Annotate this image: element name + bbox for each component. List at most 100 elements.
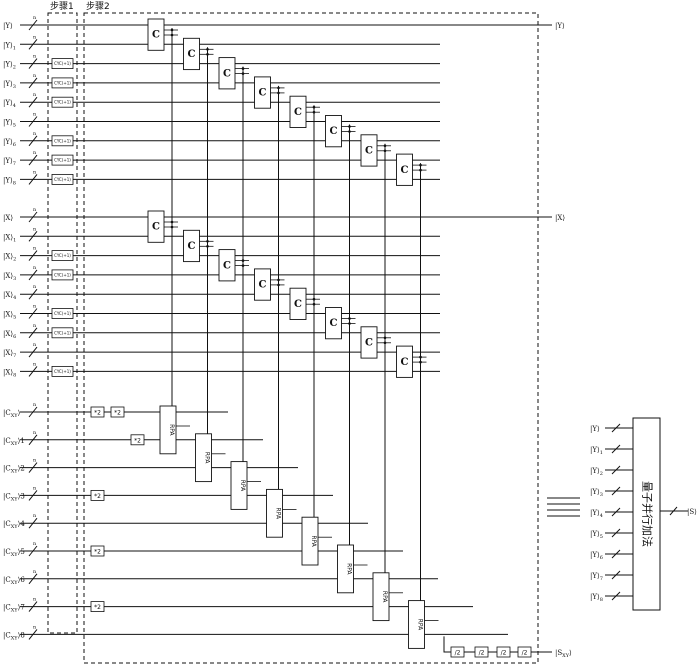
cyc-gate	[51, 173, 74, 185]
cyc-gate-label: CYC(+1)	[54, 100, 71, 105]
bus-slash	[28, 250, 38, 261]
c-gate-label: C	[330, 318, 338, 329]
input-label: |Y⟩	[3, 22, 13, 30]
double-gate-label: *2	[94, 549, 101, 556]
c-gate-label: C	[330, 126, 338, 137]
c-gate-label: C	[401, 357, 409, 368]
wire-n-label: n	[33, 402, 37, 408]
cyc-gate-label: CYC(+1)	[54, 158, 71, 163]
half-gate	[474, 646, 489, 658]
input-label: |CXY⟩1	[3, 437, 25, 447]
wire-n-label: n	[33, 226, 37, 232]
input-label: |Y⟩6	[3, 138, 16, 148]
wire-n-label: n	[33, 485, 37, 491]
bus-slash	[28, 434, 38, 446]
wire-n-label: n	[33, 73, 37, 79]
wire-n-label: n	[33, 150, 37, 156]
double-gate-label: *2	[134, 437, 141, 444]
wire-n-label: n	[33, 342, 37, 348]
circuit-wires: |Y⟩n|Y⟩1n|Y⟩2n|Y⟩3n|Y⟩4n|Y⟩5n|Y⟩6n|Y⟩7n|…	[3, 15, 552, 641]
wire-n-label: n	[33, 54, 37, 60]
half-gate-label: /2	[479, 650, 485, 657]
sxy-output-label: |SXY⟩	[555, 649, 572, 659]
cyc-gate-label: CYC(+1)	[54, 311, 71, 316]
wire-n-label: n	[33, 458, 37, 464]
cyc-gate	[51, 269, 74, 281]
bus-slash	[28, 96, 38, 108]
rpa-gate-label: RPA	[204, 452, 211, 464]
input-label: |Y⟩2	[3, 61, 16, 71]
rpa-gate	[230, 461, 248, 510]
cyc-gate	[51, 327, 74, 339]
double-gate-label: *2	[114, 410, 121, 417]
sum-block-diagram: |Y⟩|Y⟩1|Y⟩2|Y⟩3|Y⟩4|Y⟩5|Y⟩6|Y⟩7|Y⟩8量子并行加…	[547, 417, 697, 611]
input-label: |X⟩4	[3, 291, 16, 301]
bus-slash	[669, 506, 678, 516]
bus-slash	[28, 211, 38, 223]
double-gate-label: *2	[94, 410, 101, 417]
rpa-gate-label: RPA	[417, 619, 424, 631]
rpa-gate	[195, 433, 212, 483]
bus-slash	[611, 591, 621, 601]
c-gate-label: C	[223, 260, 231, 271]
c-gate-label: C	[294, 107, 302, 118]
c-gate-label: C	[294, 299, 302, 310]
half-gate	[517, 646, 532, 658]
wire-n-label: n	[33, 597, 37, 603]
bus-slash	[28, 462, 38, 473]
rpa-gate-label: RPA	[239, 480, 246, 492]
input-label: |X⟩2	[3, 253, 16, 263]
wire-n-label: n	[33, 361, 37, 367]
cyc-gate	[51, 365, 74, 377]
wire-n-label: n	[33, 624, 37, 630]
bus-slash	[611, 465, 621, 475]
bus-slash	[28, 135, 38, 147]
rpa-gate	[408, 600, 425, 649]
input-label: |CXY⟩4	[3, 520, 25, 530]
wire-n-label: n	[33, 15, 37, 21]
bus-slash	[28, 601, 38, 612]
cyc-gate	[51, 250, 74, 262]
cyc-gate	[51, 77, 74, 89]
sum-input-label: |Y⟩	[590, 425, 600, 433]
wire-n-label: n	[33, 430, 37, 436]
circuit-gates: CYC(+1)CYC(+1)CYC(+1)CYC(+1)CYC(+1)CYC(+…	[51, 18, 572, 659]
double-gate	[110, 406, 125, 418]
rpa-gate-label: RPA	[310, 535, 317, 547]
c-gate-label: C	[365, 145, 373, 156]
bus-slash	[611, 486, 621, 496]
double-gate	[90, 601, 105, 612]
bus-slash	[28, 19, 38, 31]
sum-input-label: |Y⟩3	[590, 488, 603, 498]
rpa-gate-label: RPA	[381, 591, 388, 603]
wire-n-label: n	[33, 541, 37, 547]
c-gate-label: C	[401, 165, 409, 176]
wire-n-label: n	[33, 323, 37, 329]
cyc-gate-label: CYC(+1)	[54, 138, 71, 143]
half-gate-label: /2	[501, 650, 507, 657]
sum-input-label: |Y⟩5	[590, 530, 603, 540]
step-1-box	[47, 12, 78, 634]
c-gate-label: C	[188, 241, 196, 252]
sum-input-label: |Y⟩2	[590, 467, 603, 477]
step-2-label: 步骤2	[86, 1, 110, 12]
wire-n-label: n	[33, 246, 37, 252]
bus-slash	[611, 507, 621, 517]
wire-n-label: n	[33, 112, 37, 118]
input-label: |CXY⟩5	[3, 548, 25, 558]
c-gate-label: C	[152, 30, 160, 41]
c-gate-label: C	[152, 222, 160, 233]
wire-n-label: n	[33, 207, 37, 213]
cyc-gate	[51, 135, 74, 147]
sum-block	[632, 417, 661, 611]
sum-input-label: |Y⟩8	[590, 593, 603, 603]
bus-slash	[28, 406, 38, 418]
bus-slash	[28, 517, 38, 529]
bus-slash	[28, 346, 38, 358]
sum-input-label: |Y⟩7	[590, 572, 603, 582]
wire-n-label: n	[33, 284, 37, 290]
half-gate-label: /2	[522, 650, 528, 657]
input-label: |CXY⟩2	[3, 465, 25, 475]
sum-input-label: |Y⟩4	[590, 509, 603, 519]
